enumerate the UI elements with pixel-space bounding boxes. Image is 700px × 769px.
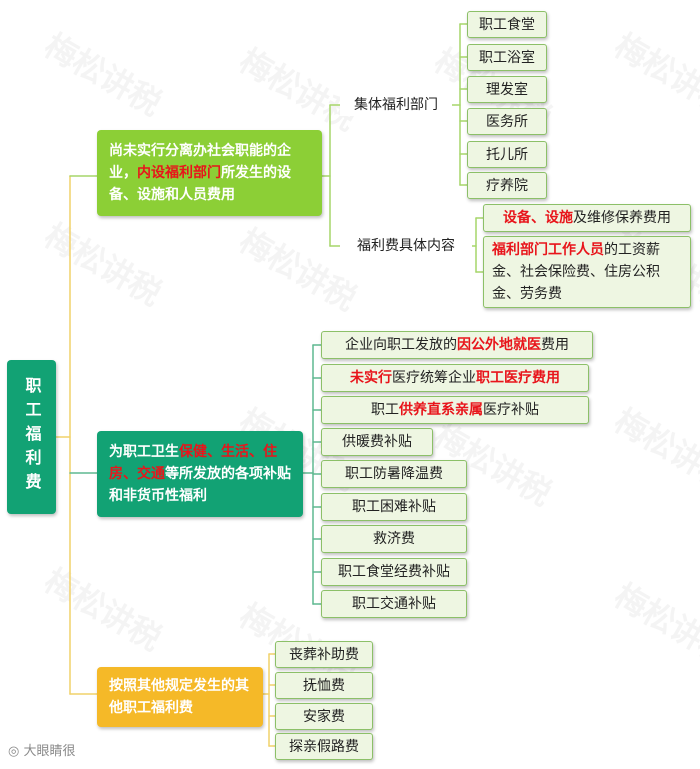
department-item: 职工浴室: [467, 44, 547, 71]
allowance-highlight: 职工医疗费用: [476, 370, 560, 386]
allowance-item: 职工交通补贴: [321, 590, 467, 618]
allowance-highlight: 因公外地就医: [457, 337, 541, 353]
branch1-highlight: 内设福利部门: [137, 165, 221, 181]
other-item: 丧葬补助费: [275, 641, 373, 668]
allowance-text: 企业向职工发放的: [345, 337, 457, 353]
allowance-highlight: 供养直系亲属: [399, 402, 483, 418]
source-logo: ◎ 大眼睛很: [8, 744, 76, 759]
branch2-text-a: 为职工卫生: [109, 444, 179, 460]
branch1-node: 尚未实行分离办社会职能的企业，内设福利部门所发生的设备、设施和人员费用: [97, 130, 322, 216]
allowance-item: 职工供养直系亲属医疗补贴: [321, 396, 589, 424]
allowance-item: 职工防暑降温费: [321, 460, 467, 488]
allowance-text: 医疗统筹企业: [392, 370, 476, 386]
other-item: 抚恤费: [275, 672, 373, 699]
allowance-text: 职工: [371, 402, 399, 418]
allowance-item: 未实行医疗统筹企业职工医疗费用: [321, 364, 589, 392]
branch1-text-a: 尚未实行分离办社会职能的企业，: [109, 143, 291, 181]
allowance-item: 救济费: [321, 525, 467, 553]
equipment-highlight: 设备、设施: [503, 210, 573, 226]
allowance-item: 供暖费补贴: [321, 428, 433, 456]
department-item: 职工食堂: [467, 11, 547, 38]
allowance-item: 职工困难补贴: [321, 493, 467, 521]
contents-label: 福利费具体内容: [340, 235, 472, 257]
equipment-text: 及维修保养费用: [573, 210, 671, 226]
logo-text: 大眼睛很: [23, 744, 76, 759]
allowance-text: 费用: [541, 337, 569, 353]
department-item: 医务所: [467, 108, 547, 135]
content-item-staff: 福利部门工作人员的工资薪金、社会保险费、住房公积金、劳务费: [483, 236, 691, 308]
other-item: 探亲假路费: [275, 733, 373, 760]
branch3-node: 按照其他规定发生的其他职工福利费: [97, 667, 263, 727]
departments-label: 集体福利部门: [340, 94, 452, 116]
allowance-item: 职工食堂经费补贴: [321, 558, 467, 586]
other-item: 安家费: [275, 703, 373, 730]
allowance-highlight: 未实行: [350, 370, 392, 386]
department-item: 疗养院: [467, 172, 547, 199]
branch2-highlight: 保健、生活、住房、交通: [109, 444, 277, 482]
staff-text: 的工资薪金、社会保险费、住房公积金、劳务费: [492, 242, 660, 302]
staff-highlight: 福利部门工作人员: [492, 242, 604, 258]
allowance-text: 医疗补贴: [483, 402, 539, 418]
department-item: 托儿所: [467, 141, 547, 168]
branch2-text-b: 等所发放的各项补贴和非货币性福利: [109, 466, 291, 504]
root-node: 职工福利费: [7, 360, 56, 514]
branch2-node: 为职工卫生保健、生活、住房、交通等所发放的各项补贴和非货币性福利: [97, 431, 303, 517]
allowance-item: 企业向职工发放的因公外地就医费用: [321, 331, 593, 359]
root-label: 职工福利费: [22, 377, 42, 497]
content-item-equipment: 设备、设施及维修保养费用: [483, 204, 691, 232]
branch1-text-b: 所发生的设备、设施和人员费用: [109, 165, 291, 203]
department-item: 理发室: [467, 76, 547, 103]
